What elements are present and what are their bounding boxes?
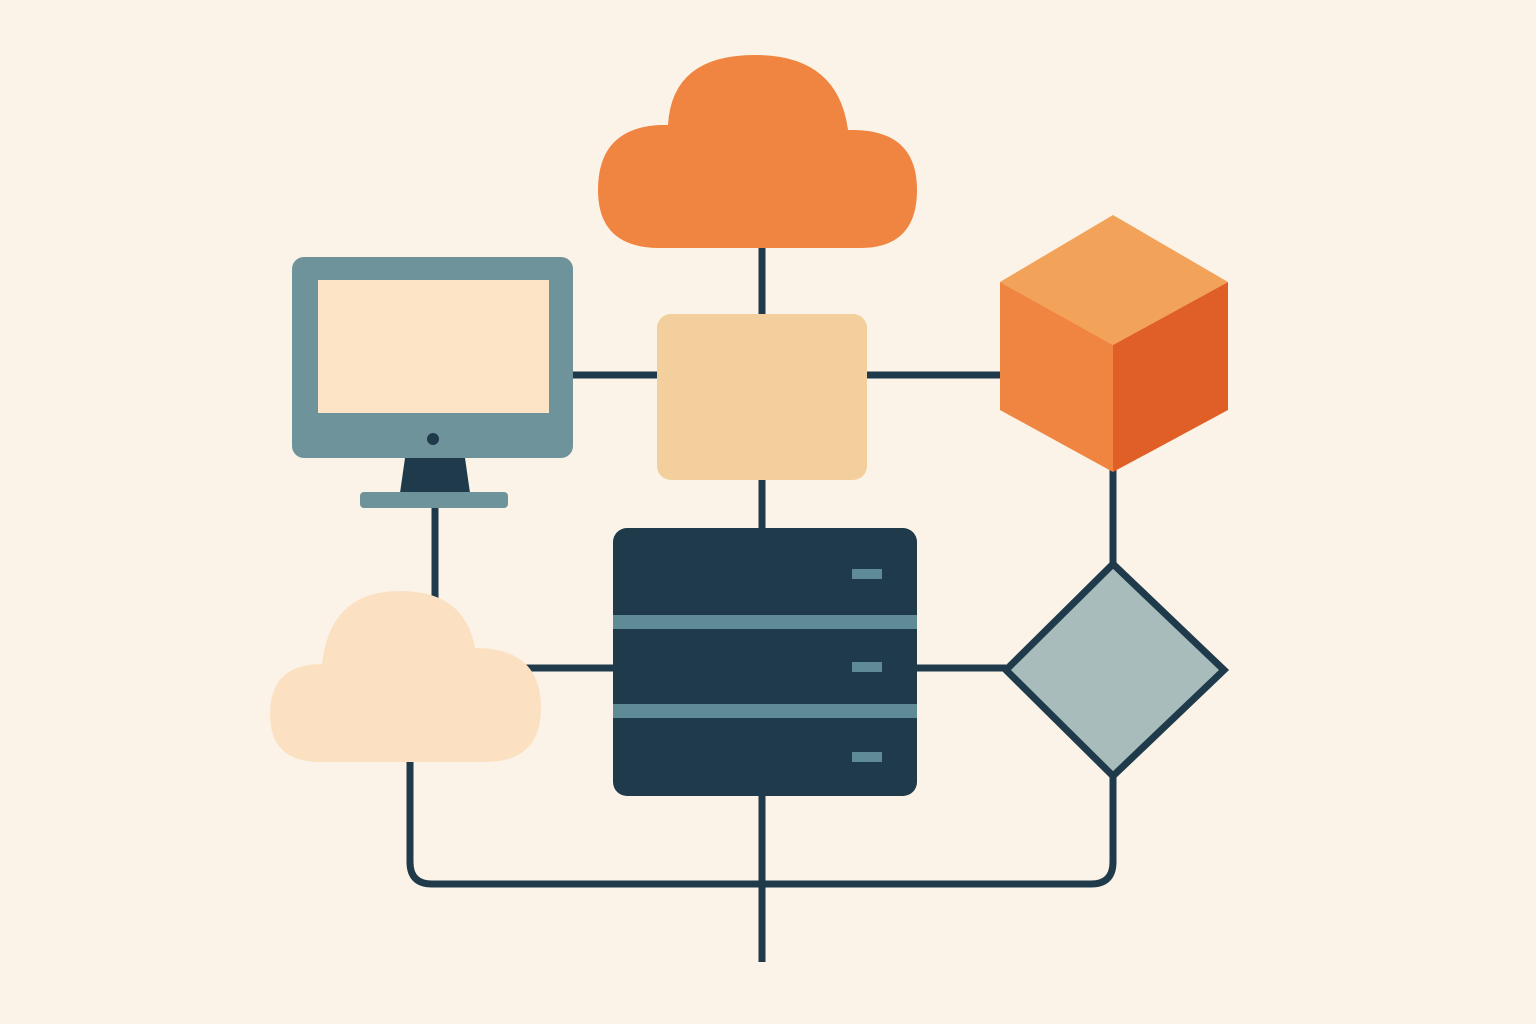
monitor-stand [400, 458, 470, 493]
cloud-icon [598, 55, 917, 248]
cloud-bottom[interactable] [270, 591, 541, 762]
diamond[interactable] [1001, 559, 1230, 781]
server-indicator-icon [852, 752, 882, 762]
power-dot-icon [427, 433, 439, 445]
cloud-top[interactable] [598, 55, 917, 248]
cloud-icon [270, 591, 541, 762]
server-stripe [613, 615, 917, 629]
cube-left-face [1000, 282, 1113, 472]
diamond-decision-icon [1001, 559, 1230, 781]
server-indicator-icon [852, 662, 882, 672]
hub-box[interactable] [657, 314, 867, 480]
cube-top-face [1000, 215, 1228, 345]
cube[interactable] [1000, 215, 1228, 472]
server-stripe [613, 704, 917, 718]
rounded-square-icon [657, 314, 867, 480]
connectors [406, 240, 1117, 962]
server[interactable] [613, 528, 917, 796]
monitor-screen [318, 280, 549, 413]
cube-right-face [1113, 282, 1228, 472]
monitor[interactable] [292, 257, 573, 508]
monitor-base [360, 492, 508, 508]
server-body [613, 528, 917, 796]
server-indicator-icon [852, 569, 882, 579]
